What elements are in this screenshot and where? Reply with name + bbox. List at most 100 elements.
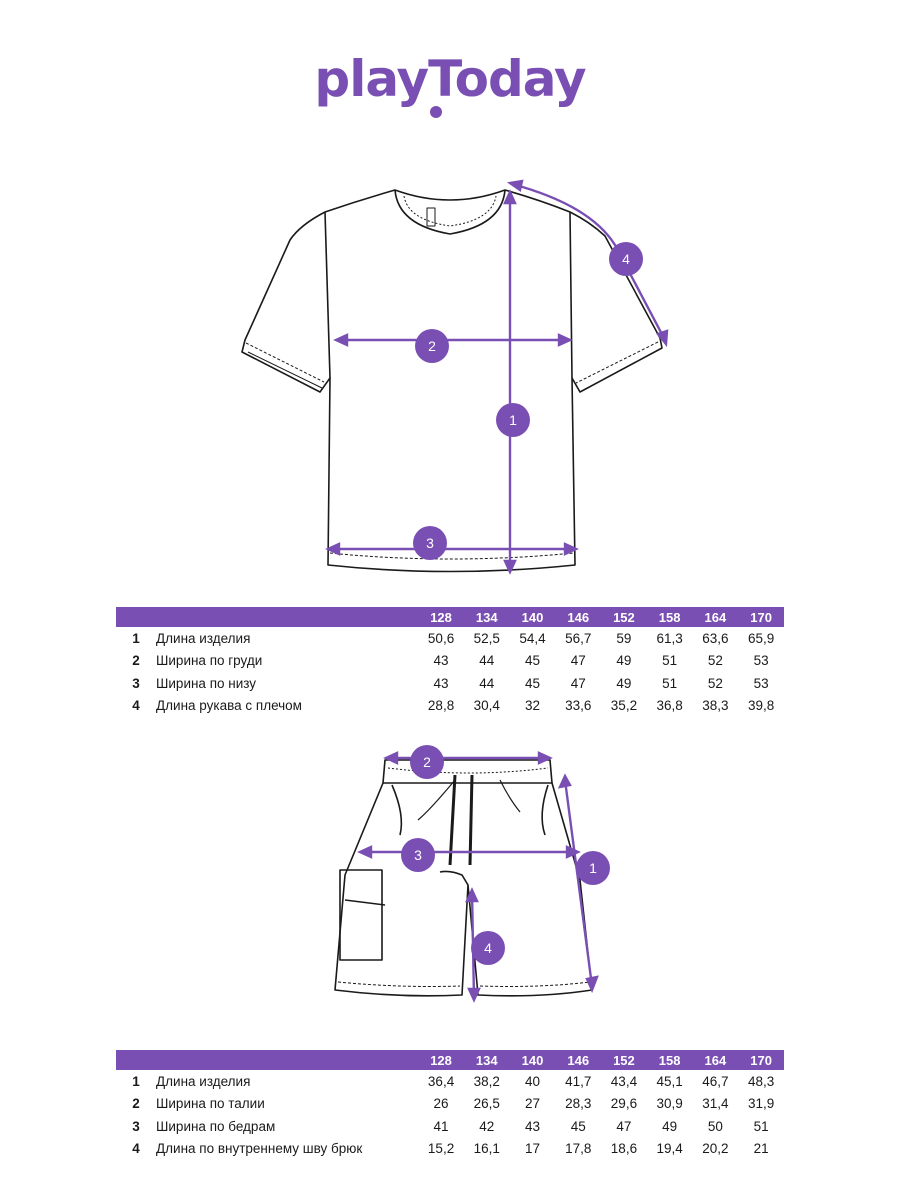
- size-header: 140: [509, 1050, 556, 1070]
- table-cell: 43: [433, 675, 449, 691]
- table-cell: 17,8: [565, 1141, 592, 1157]
- table-cell: 49: [616, 653, 632, 669]
- table-cell: 31,4: [702, 1096, 729, 1112]
- table-cell: 3: [132, 1118, 140, 1134]
- shorts-markers: 1 2 3 4: [401, 745, 610, 965]
- table-cell: 45,1: [656, 1073, 683, 1089]
- table-cell: 28,8: [427, 698, 455, 714]
- table-cell: 47: [570, 675, 586, 691]
- size-header: 158: [646, 1050, 693, 1070]
- size-header: 146: [555, 1050, 602, 1070]
- table-cell: 31,9: [747, 1096, 775, 1112]
- size-header: 128: [418, 607, 464, 627]
- table-cell: 50,6: [427, 630, 455, 646]
- table-cell: 29,6: [610, 1096, 638, 1112]
- table-cell: 33,6: [565, 698, 592, 714]
- shorts-marker-3: 3: [414, 847, 422, 863]
- table-cell: 52,5: [473, 630, 500, 646]
- table-cell: 45: [524, 675, 541, 691]
- tshirt-size-header-row: 128 134 140 146 152 158 164 170: [116, 607, 784, 627]
- size-header: 152: [601, 1050, 647, 1070]
- table-cell: 43,4: [610, 1073, 638, 1089]
- table-cell: 65,9: [747, 630, 775, 646]
- table-cell: Длина по внутреннему шву брюк: [156, 1141, 363, 1157]
- size-header: 170: [738, 607, 784, 627]
- shorts-marker-4: 4: [484, 940, 492, 956]
- size-header: 140: [509, 607, 556, 627]
- table-cell: 17: [524, 1141, 541, 1157]
- table-cell: Ширина по талии: [156, 1096, 265, 1112]
- tshirt-markers: 1 2 3 4: [413, 242, 643, 560]
- size-header: 128: [418, 1050, 464, 1070]
- shorts-waistband: [382, 759, 553, 784]
- table-cell: 52: [707, 653, 723, 669]
- size-header: 164: [692, 607, 739, 627]
- table-cell: 4: [132, 698, 140, 714]
- table-cell: 59: [616, 630, 632, 646]
- table-cell: 35,2: [610, 698, 638, 714]
- tshirt-outline: [241, 189, 663, 573]
- table-cell: 1: [132, 630, 140, 646]
- table-cell: 21: [753, 1141, 769, 1157]
- size-header: 170: [738, 1050, 784, 1070]
- table-cell: 36,8: [656, 698, 683, 714]
- table-cell: 54,4: [519, 630, 546, 646]
- table-cell: 15,2: [427, 1141, 455, 1157]
- table-cell: 28,3: [565, 1096, 592, 1112]
- table-cell: 46,7: [702, 1073, 729, 1089]
- table-cell: Длина изделия: [156, 1073, 251, 1089]
- shorts-size-header-row: 128 134 140 146 152 158 164 170: [116, 1050, 784, 1070]
- table-cell: 41,7: [565, 1073, 592, 1089]
- table-cell: 3: [132, 675, 140, 691]
- shorts-marker-2: 2: [423, 754, 431, 770]
- table-cell: 19,4: [656, 1141, 683, 1157]
- table-cell: 43: [524, 1118, 541, 1134]
- table-cell: 18,6: [610, 1141, 638, 1157]
- table-cell: Длина рукава с плечом: [156, 698, 302, 714]
- table-cell: 45: [570, 1118, 586, 1134]
- table-cell: 47: [616, 1118, 632, 1134]
- table-cell: 32: [524, 698, 541, 714]
- size-header: 158: [646, 607, 693, 627]
- table-cell: 39,8: [747, 698, 775, 714]
- table-cell: 2: [132, 653, 140, 669]
- logo-dot: [430, 106, 442, 118]
- table-cell: Ширина по груди: [156, 653, 263, 669]
- table-cell: 49: [662, 1118, 678, 1134]
- size-header: 152: [601, 607, 647, 627]
- tshirt-collar: [394, 189, 506, 235]
- table-cell: 43: [433, 653, 449, 669]
- tshirt-marker-1: 1: [509, 412, 517, 428]
- table-cell: 41: [433, 1118, 449, 1134]
- table-cell: 38,2: [473, 1073, 500, 1089]
- table-cell: 36,4: [427, 1073, 455, 1089]
- size-header: 146: [555, 607, 602, 627]
- table-cell: 27: [524, 1096, 541, 1112]
- table-cell: 56,7: [565, 630, 592, 646]
- brand-logo: playToday: [314, 50, 586, 108]
- table-cell: 52: [707, 675, 723, 691]
- tshirt-marker-4: 4: [622, 251, 630, 267]
- table-cell: Ширина по бедрам: [156, 1118, 276, 1134]
- table-row: 4 Длина рукава с плечом 28,8 30,4 32 33,6 3…: [116, 695, 784, 718]
- table-cell: 49: [616, 675, 632, 691]
- table-cell: 2: [132, 1096, 140, 1112]
- table-cell: 47: [570, 653, 586, 669]
- table-cell: 44: [479, 653, 495, 669]
- table-cell: 45: [524, 653, 541, 669]
- table-cell: 51: [662, 653, 678, 669]
- table-cell: 30,4: [473, 698, 500, 714]
- table-cell: 51: [662, 675, 678, 691]
- tshirt-marker-2: 2: [428, 338, 436, 354]
- table-cell: 38,3: [702, 698, 729, 714]
- size-header: 164: [692, 1050, 739, 1070]
- size-header: 134: [463, 1050, 510, 1070]
- table-cell: 26,5: [473, 1096, 500, 1112]
- table-cell: 44: [479, 675, 495, 691]
- cargo-pocket: [339, 869, 383, 961]
